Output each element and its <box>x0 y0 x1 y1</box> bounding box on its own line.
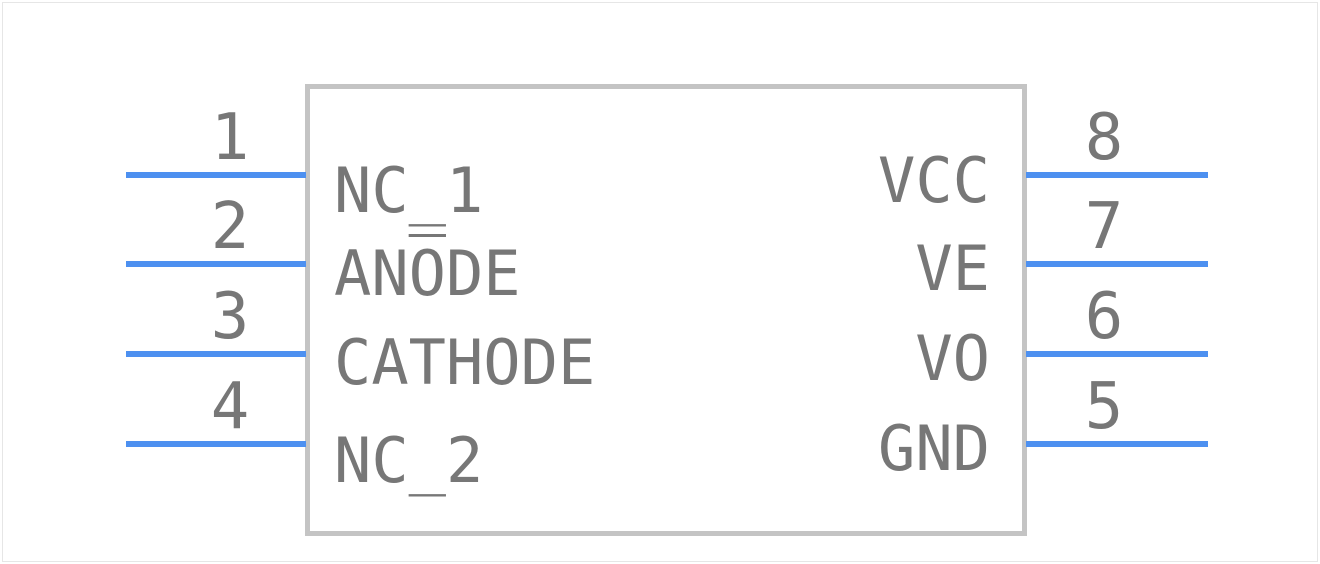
pin-2-number: 2 <box>210 190 250 264</box>
pin-8-line <box>1026 172 1208 178</box>
pin-4-number: 4 <box>210 370 250 444</box>
pin-6-line <box>1026 351 1208 357</box>
pin-3-line <box>126 351 306 357</box>
pin-8-number: 8 <box>1084 101 1124 175</box>
pin-2-label-post: DE <box>445 237 521 310</box>
pin-4-line <box>126 441 306 447</box>
component-body <box>305 84 1027 536</box>
pin-7-line <box>1026 261 1208 267</box>
pin-3-number: 3 <box>210 280 250 354</box>
pin-5-line <box>1026 441 1208 447</box>
pin-1-label: NC_1 <box>334 154 484 227</box>
pin-7-label: VE <box>915 232 990 305</box>
pin-6-number: 6 <box>1084 280 1124 354</box>
pin-2-label: ANODE <box>334 243 521 305</box>
pin-8-label: VCC <box>878 144 990 217</box>
pin-2-line <box>126 261 306 267</box>
pin-5-label: GND <box>878 412 990 485</box>
pin-1-number: 1 <box>210 101 250 175</box>
pin-5-number: 5 <box>1084 370 1124 444</box>
pin-7-number: 7 <box>1084 190 1124 264</box>
pin-2-label-pre: AN <box>334 237 409 310</box>
pin-6-label: VO <box>915 322 990 395</box>
pin-3-label: CATHODE <box>334 326 596 399</box>
pin-1-line <box>126 172 306 178</box>
pin-2-label-overbar: O <box>408 237 446 310</box>
pin-4-label: NC_2 <box>334 424 484 497</box>
